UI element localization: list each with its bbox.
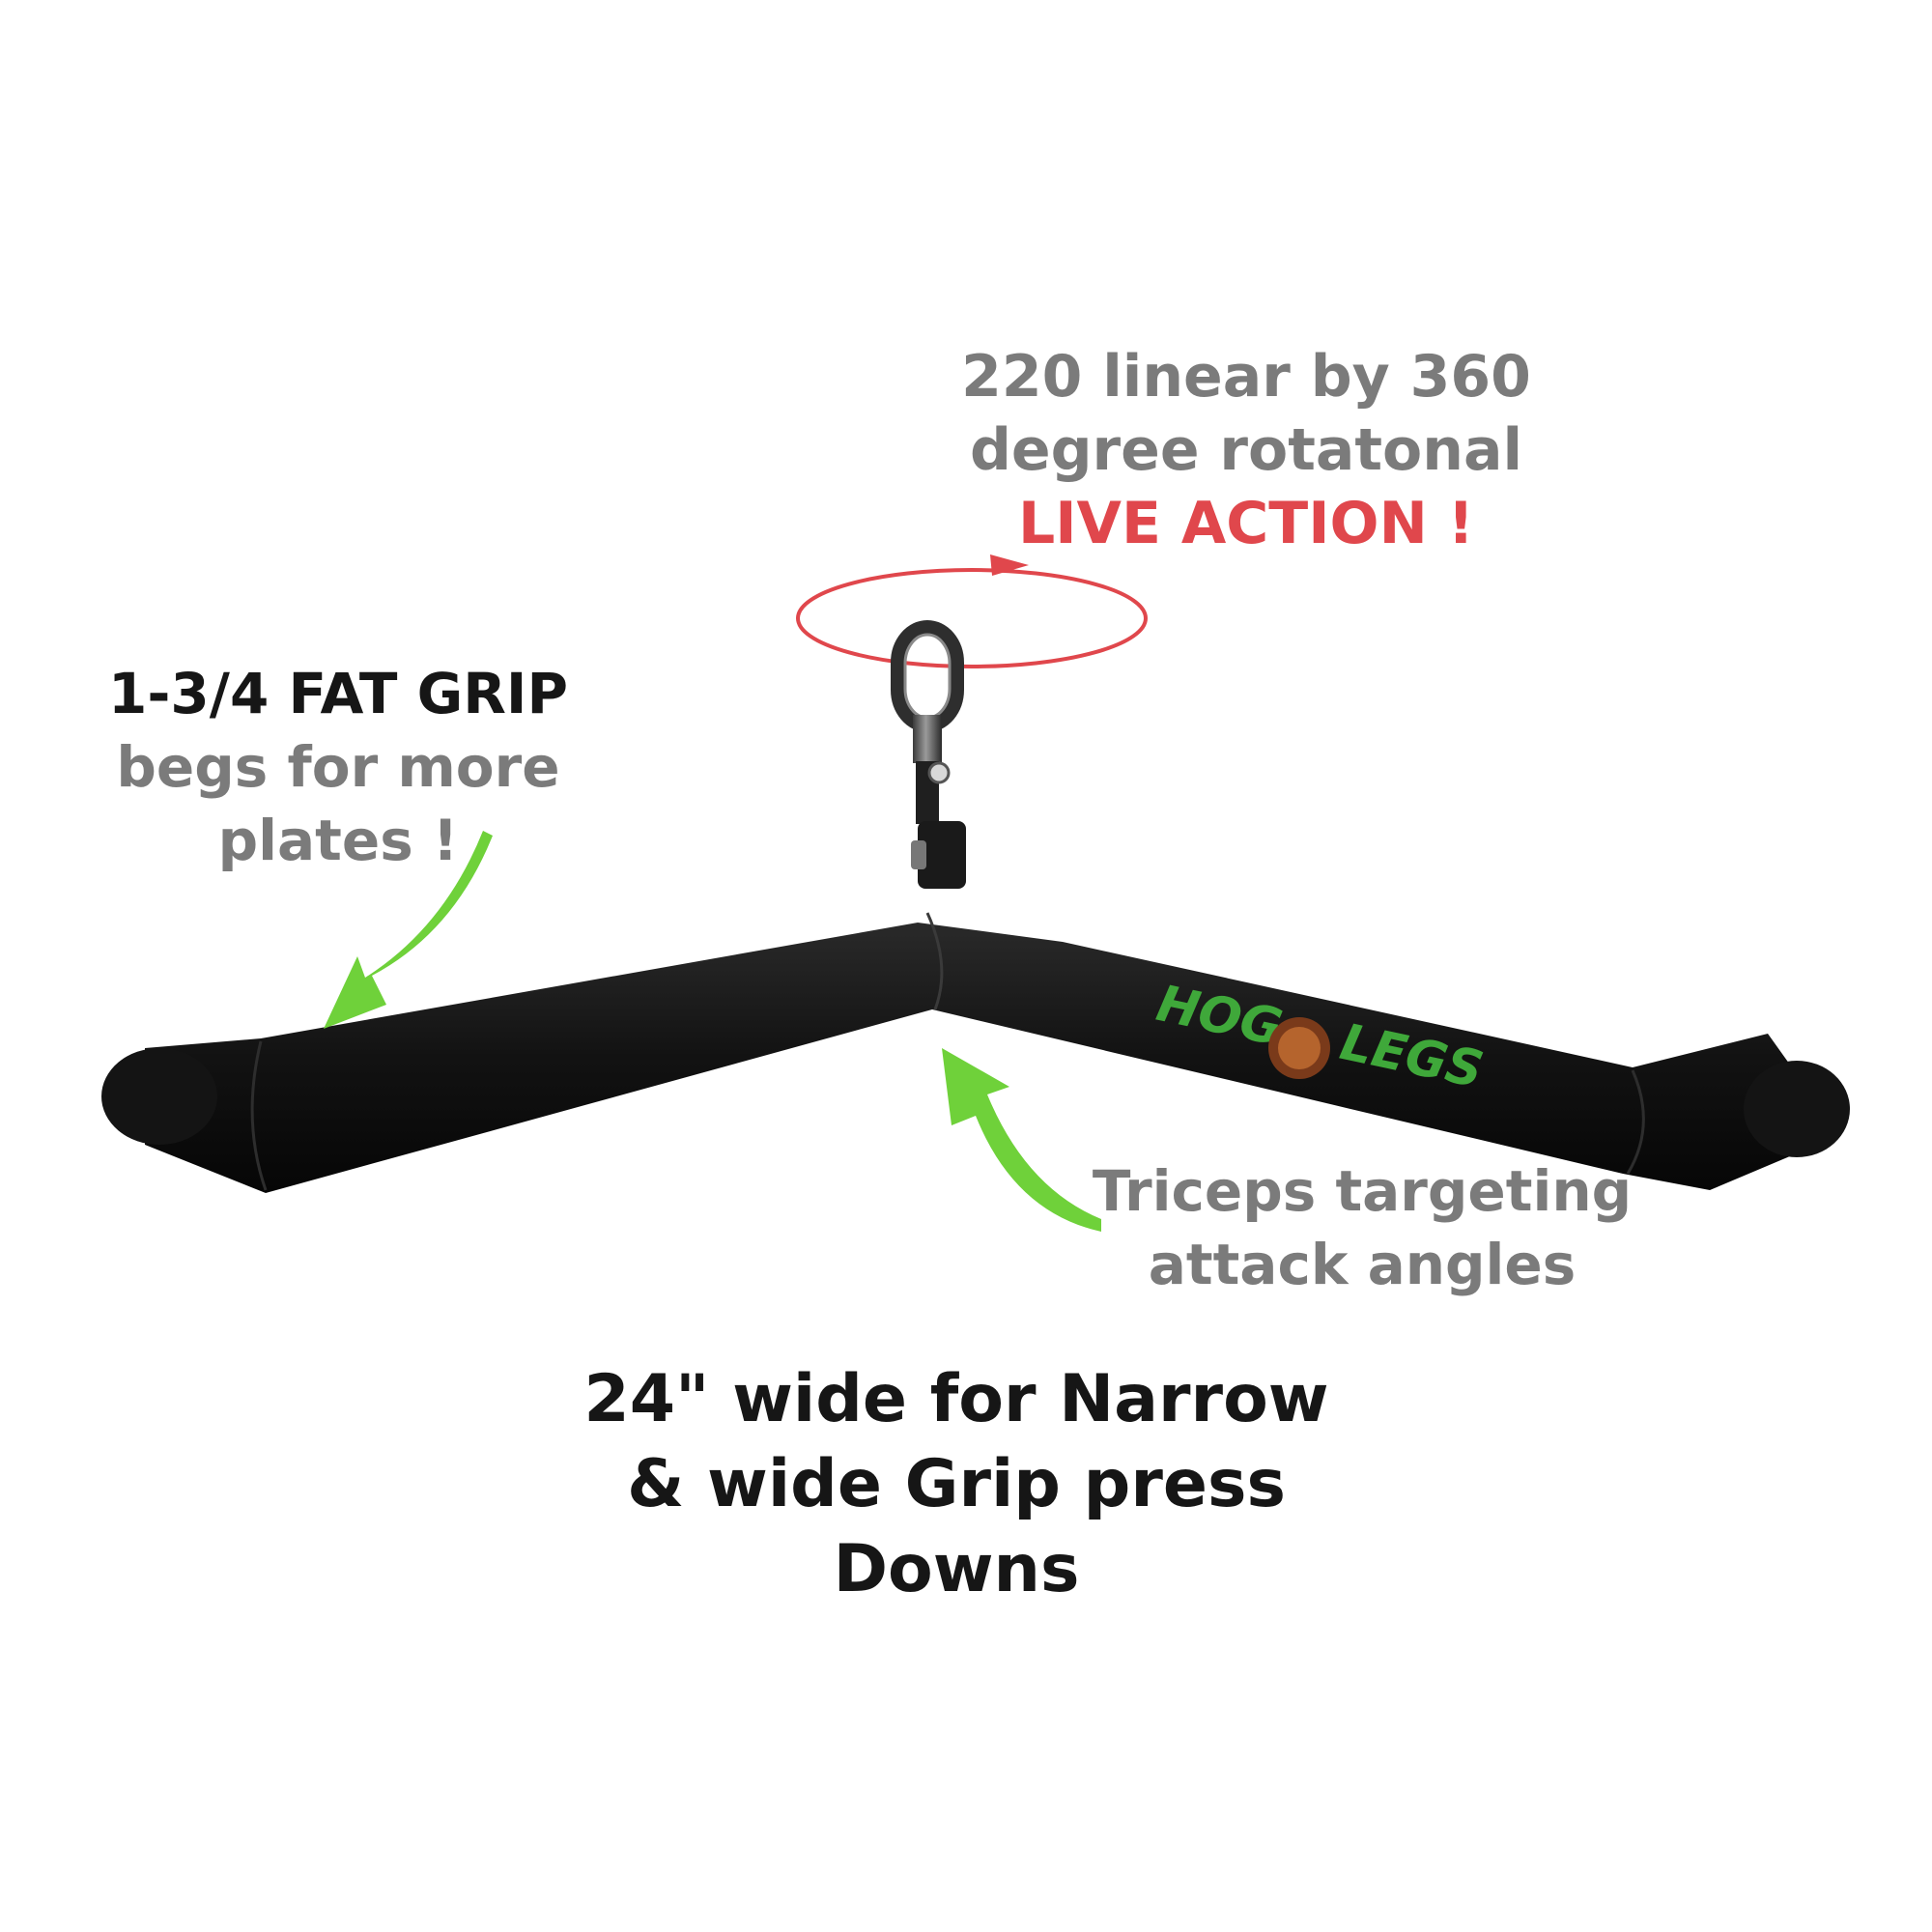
triceps-callout: Triceps targeting attack angles [1082,1154,1642,1301]
fat-grip-arrow [324,831,493,1029]
width-callout: 24" wide for Narrow & wide Grip press Do… [570,1357,1343,1612]
width-line-2: & wide Grip press [627,1446,1286,1522]
live-action-label: LIVE ACTION ! [1017,490,1475,557]
rotation-line-2: degree rotatonal [969,416,1523,484]
rotation-callout: 220 linear by 360 degree rotatonal LIVE … [947,340,1546,560]
fat-grip-line-2: begs for more [116,734,560,800]
rotation-arrow [796,554,1148,668]
fat-grip-callout: 1-3/4 FAT GRIP begs for more plates ! [77,657,599,877]
triceps-arrow [942,1048,1101,1232]
tricep-bar [101,912,1850,1193]
width-line-1: 24" wide for Narrow [583,1361,1329,1437]
fat-grip-heading: 1-3/4 FAT GRIP [108,661,568,726]
triceps-line-2: attack angles [1148,1232,1577,1297]
fat-grip-line-3: plates ! [217,808,459,873]
width-line-3: Downs [833,1531,1080,1607]
rotation-line-1: 220 linear by 360 [961,343,1531,411]
swivel-hook [891,620,966,889]
triceps-line-1: Triceps targeting [1092,1158,1633,1224]
